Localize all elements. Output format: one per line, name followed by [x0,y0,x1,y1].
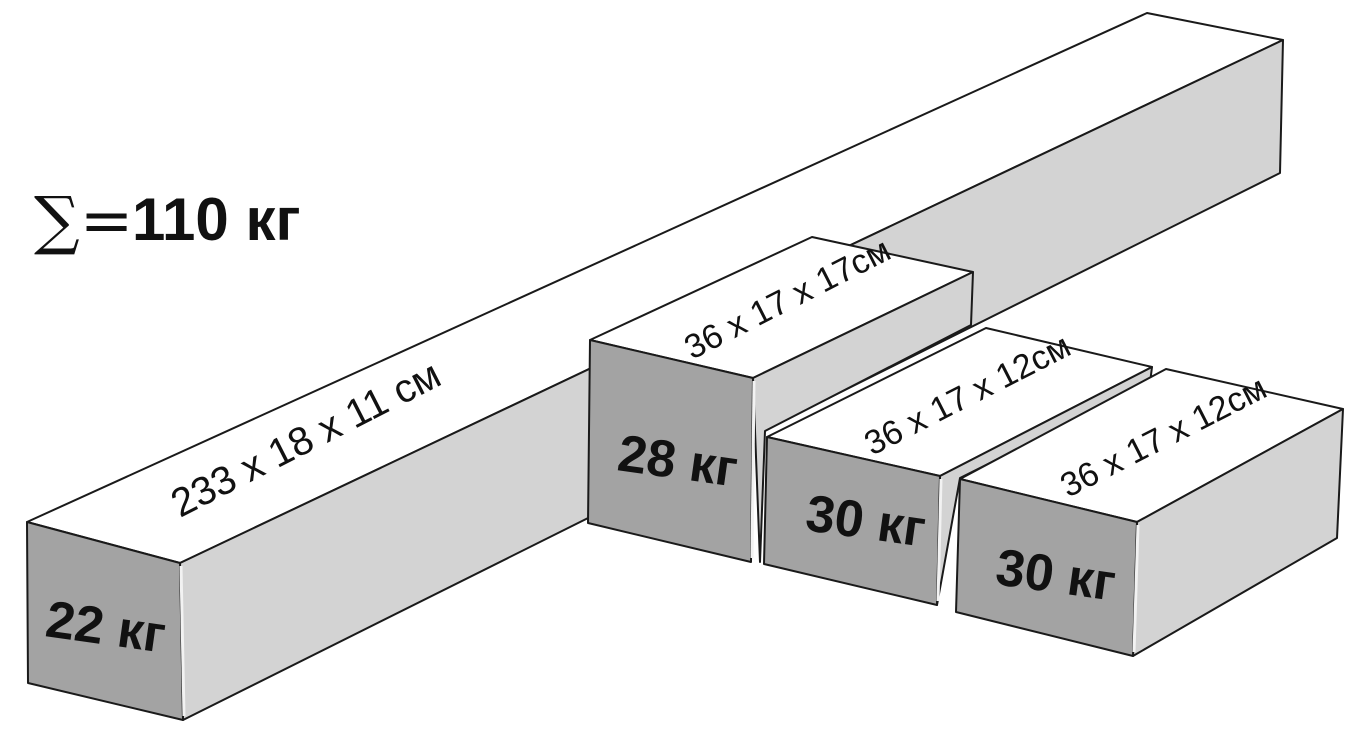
box-28kg-edge [750,380,756,559]
box-30kg-middle-front-face [763,436,941,606]
total-weight-value: 110 кг [132,186,301,253]
box-30kg-middle-edge [936,478,943,602]
sum-symbol: ∑= [34,184,133,258]
box-28kg-package: 36 x 17 x 17см 28 кг [587,231,974,563]
box-28kg-side-face [752,271,974,563]
box-30kg-right-front-face [955,478,1138,657]
total-weight-label: ∑= 110 кг [34,184,301,258]
long-beam-front-face [26,521,184,721]
box-30kg-right-edge [1132,524,1140,653]
box-28kg-front-face [587,339,754,563]
long-beam-edge [179,565,186,717]
